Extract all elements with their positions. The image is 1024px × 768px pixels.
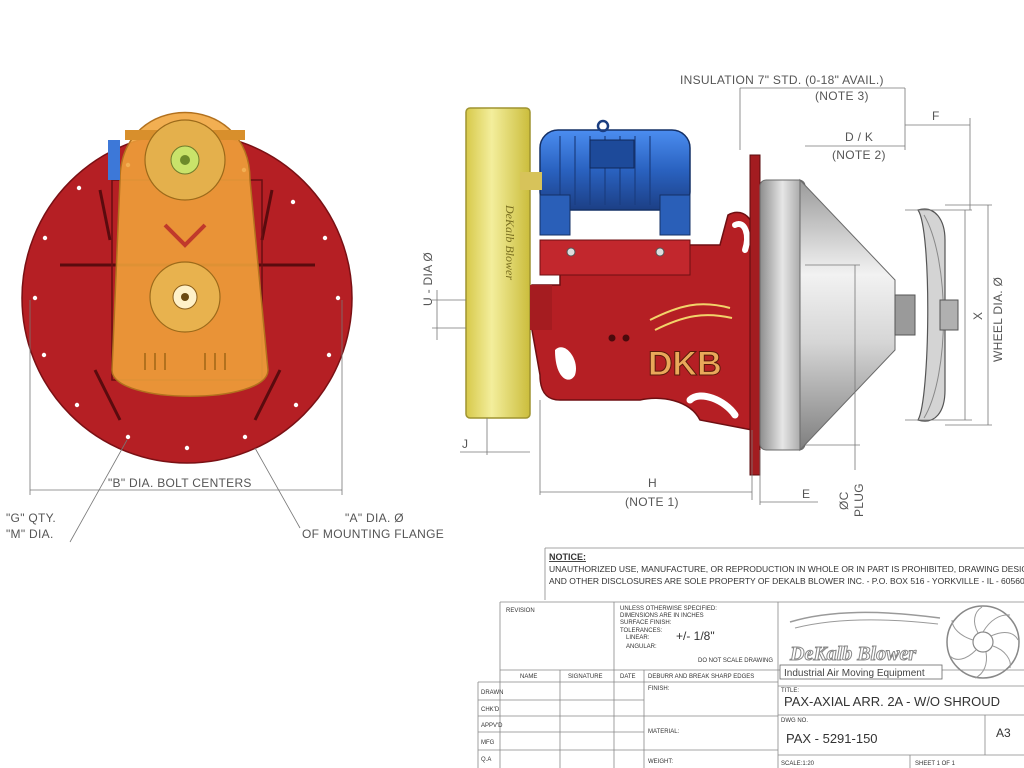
side-view: DeKalb Blower DKB (421, 73, 1005, 517)
dim-c-plug-1: ØC (837, 491, 851, 510)
notice-block: NOTICE: UNAUTHORIZED USE, MANUFACTURE, O… (544, 547, 1024, 600)
notice-line-1: UNAUTHORIZED USE, MANUFACTURE, OR REPROD… (549, 564, 1024, 574)
notice-heading: NOTICE: (549, 552, 586, 562)
motor (520, 119, 691, 257)
sheet-count: SHEET 1 OF 1 (915, 761, 956, 767)
front-view: "B" DIA. BOLT CENTERS "G" QTY. "M" DIA. … (6, 111, 444, 543)
label-dwg-no: DWG NO. (781, 718, 808, 724)
drawing-number: PAX - 5291-150 (786, 731, 878, 746)
company-logo: DeKalb Blower Industrial Air Moving Equi… (779, 605, 1020, 680)
label-tolerances: TOLERANCES: (620, 628, 663, 634)
row-drawn: DRAWN (481, 690, 503, 696)
company-tagline: Industrial Air Moving Equipment (784, 668, 925, 679)
col-name: NAME (520, 674, 537, 680)
dim-dk: D / K (845, 130, 873, 144)
brand-mark: DKB (648, 345, 722, 383)
dim-j: J (462, 437, 468, 451)
label-weight: WEIGHT: (648, 759, 673, 765)
dim-mounting-flange: OF MOUNTING FLANGE (302, 527, 444, 541)
label-finish: FINISH: (648, 686, 670, 692)
drawing-title: PAX-AXIAL ARR. 2A - W/O SHROUD (784, 694, 1000, 709)
row-approved: APPV'D (481, 723, 503, 729)
dim-f: F (932, 109, 940, 123)
notice-line-2: AND OTHER DISCLOSURES ARE SOLE PROPERTY … (549, 576, 1024, 586)
side-view-dimensions: INSULATION 7" STD. (0-18" AVAIL.) (NOTE … (421, 73, 1005, 517)
label-dims-inches: DIMENSIONS ARE IN INCHES (620, 613, 704, 619)
tolerance-value: +/- 1/8" (676, 629, 715, 643)
company-name: DeKalb Blower (789, 643, 916, 665)
dim-c-plug-2: PLUG (852, 483, 866, 517)
col-date: DATE (620, 674, 636, 680)
dim-wheel-dia: WHEEL DIA. Ø (991, 277, 1005, 362)
label-angular: ANGULAR: (626, 644, 657, 650)
label-revision: REVISION (506, 608, 535, 614)
row-checked: CHK'D (481, 707, 500, 713)
dim-g-qty: "G" QTY. (6, 511, 56, 525)
dim-u-dia: U - DIA Ø (421, 252, 435, 306)
dim-h: H (648, 476, 657, 490)
row-mfg: MFG (481, 740, 495, 746)
wheel-logo-icon (946, 605, 1020, 679)
front-view-dimensions: "B" DIA. BOLT CENTERS "G" QTY. "M" DIA. … (6, 300, 444, 543)
dim-insulation: INSULATION 7" STD. (0-18" AVAIL.) (680, 73, 884, 87)
dim-x: X (971, 312, 985, 320)
fan-wheel (917, 208, 959, 422)
inlet-cone (759, 178, 916, 452)
label-title: TITLE: (781, 688, 799, 694)
dim-b-dia: "B" DIA. BOLT CENTERS (108, 476, 252, 490)
label-linear: LINEAR: (626, 635, 650, 641)
dim-a-dia: "A" DIA. Ø (345, 511, 404, 525)
label-deburr: DEBURR AND BREAK SHARP EDGES (648, 674, 754, 680)
housing-logo-text: DeKalb Blower (503, 204, 517, 280)
row-qa: Q.A (481, 757, 491, 763)
sheet-size: A3 (996, 726, 1011, 740)
label-material: MATERIAL: (648, 729, 680, 735)
dim-m-dia: "M" DIA. (6, 527, 54, 541)
drawing-scale: SCALE:1:20 (781, 761, 815, 767)
label-unless: UNLESS OTHERWISE SPECIFIED: (620, 606, 717, 612)
dim-note3: (NOTE 3) (815, 89, 869, 103)
label-do-not-scale: DO NOT SCALE DRAWING (698, 658, 773, 664)
lifting-eye (596, 119, 610, 133)
dim-note1: (NOTE 1) (625, 495, 679, 509)
title-block: REVISION UNLESS OTHERWISE SPECIFIED: DIM… (477, 601, 1024, 768)
col-signature: SIGNATURE (568, 674, 603, 680)
mounting-ring (749, 154, 761, 476)
dim-e: E (802, 487, 810, 501)
belt-guard (108, 111, 269, 397)
inlet-housing (465, 107, 531, 419)
label-surface: SURFACE FINISH: (620, 620, 672, 626)
dim-note2: (NOTE 2) (832, 148, 886, 162)
